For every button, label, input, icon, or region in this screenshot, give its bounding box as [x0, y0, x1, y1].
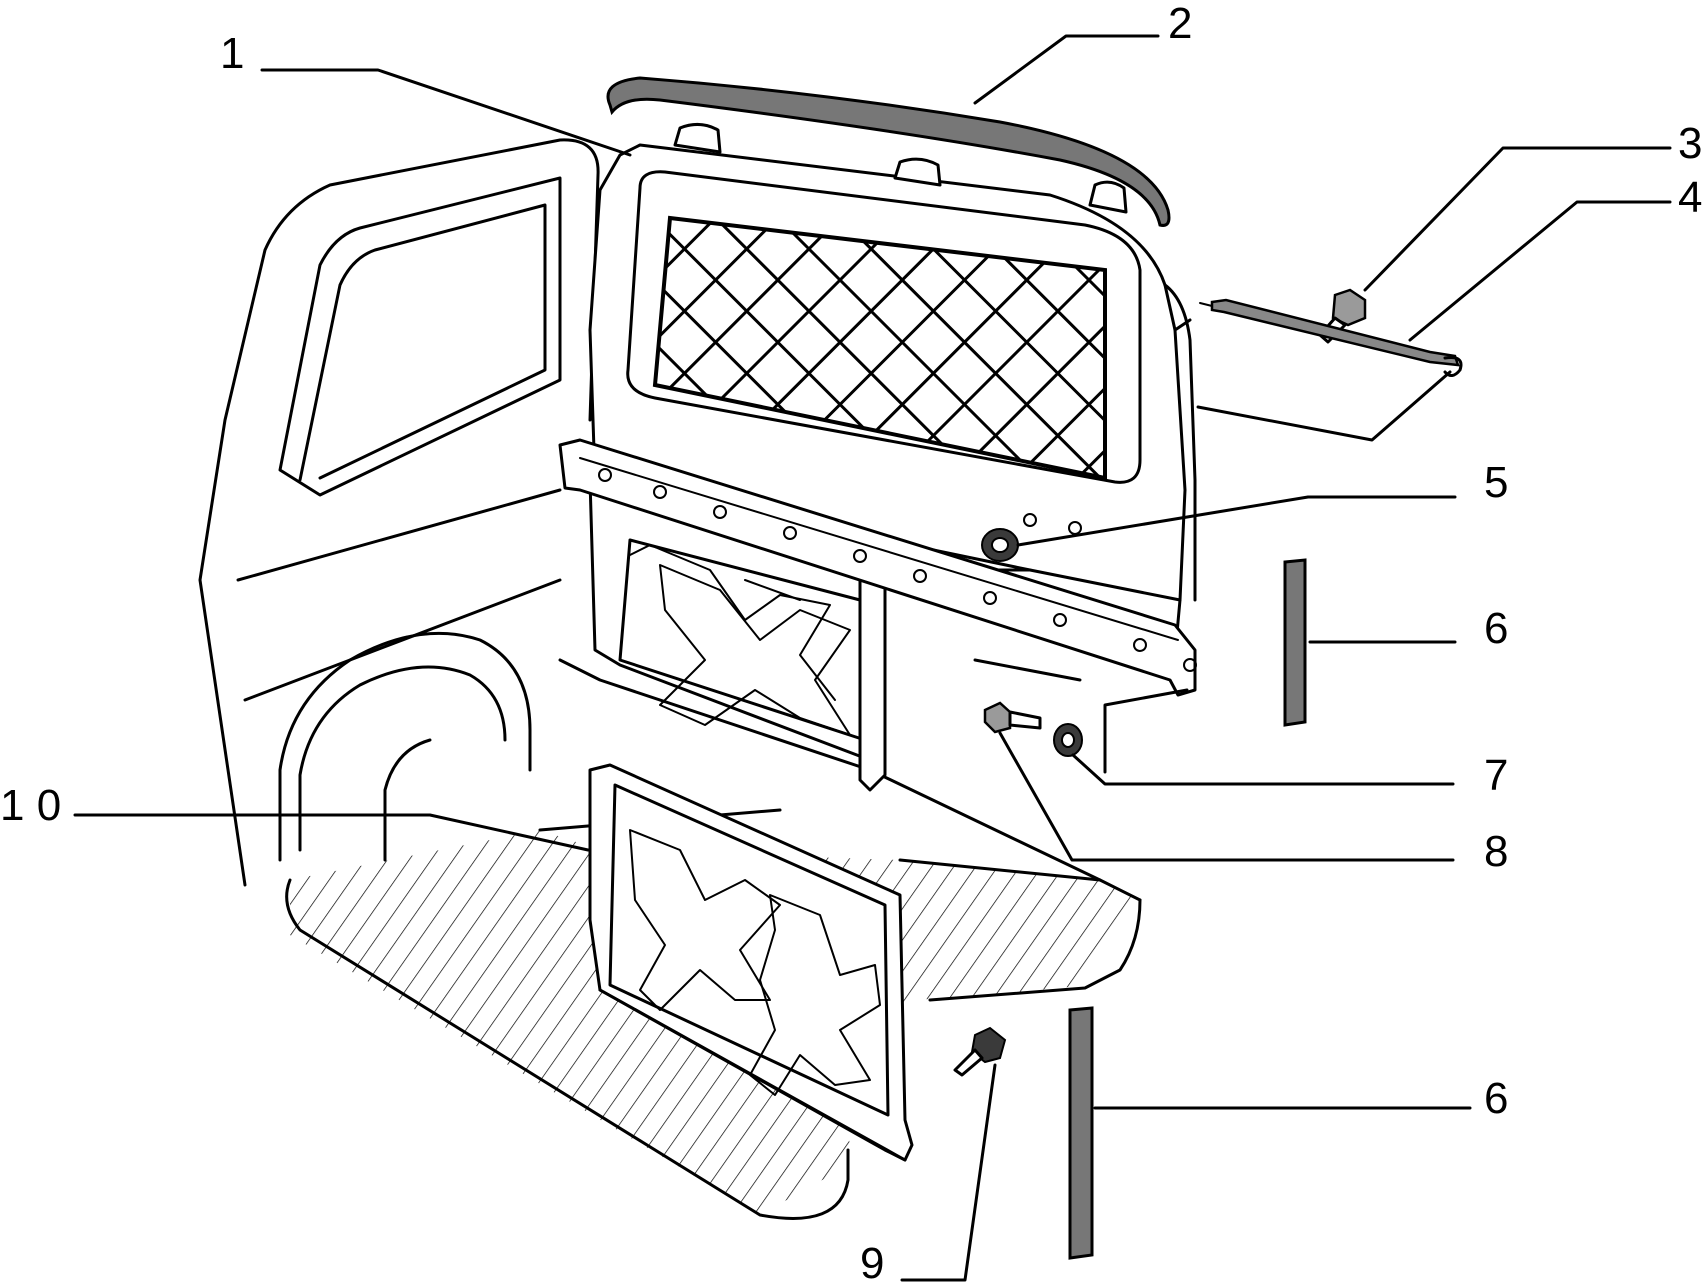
callout-9: 9: [860, 1239, 884, 1282]
leader-1: [260, 68, 632, 157]
part-2-seal-strip: [606, 76, 1171, 227]
callout-6-lower: 6: [1484, 1074, 1508, 1123]
part-4-tie-rod: [1199, 298, 1463, 377]
part-9-screw: [953, 1026, 1007, 1077]
leader-9: [900, 1063, 997, 1282]
callout-3: 3: [1678, 119, 1702, 168]
part-7-nut: [1053, 723, 1083, 757]
callout-5: 5: [1484, 458, 1508, 507]
part-6-strip-lower: [1068, 1006, 1094, 1260]
leader-4: [1408, 200, 1672, 342]
leader-8: [998, 731, 1455, 862]
leader-lines: [73, 34, 1672, 1282]
part-6-strip-upper: [1283, 558, 1307, 727]
leader-4b: [1196, 370, 1452, 442]
leader-7b: [1103, 688, 1189, 774]
part-8-bolt: [983, 701, 1042, 734]
callout-10: 1 0: [0, 781, 61, 830]
crossbar-holes: [598, 468, 1197, 672]
callout-1: 1: [220, 29, 244, 78]
callout-6-upper: 6: [1484, 604, 1508, 653]
callout-4: 4: [1678, 173, 1702, 222]
vehicle-body-outline: [198, 138, 600, 887]
callout-7: 7: [1484, 751, 1508, 800]
leader-3: [1363, 146, 1672, 292]
callout-2: 2: [1168, 0, 1192, 48]
callout-8: 8: [1484, 827, 1508, 876]
leader-pos-extra: [973, 658, 1082, 682]
part-10-lower-panel: [588, 763, 914, 1162]
leader-7: [1071, 753, 1455, 786]
leader-5: [1016, 495, 1457, 547]
leader-2: [973, 34, 1160, 105]
part-1-bulkhead-partition: [558, 123, 1197, 792]
part-5-grommet: [981, 528, 1019, 562]
leader-10: [73, 813, 590, 852]
